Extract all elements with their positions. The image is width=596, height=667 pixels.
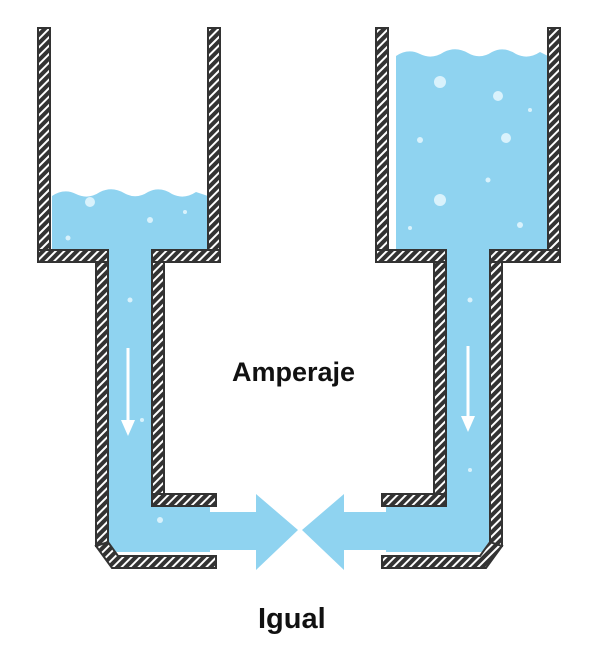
right-pipe-water (386, 250, 490, 552)
right-flow-arrow (461, 346, 475, 432)
right-walls (375, 27, 561, 569)
left-walls (37, 27, 221, 569)
center-label: Amperaje (232, 357, 356, 387)
left-tank-water (52, 189, 208, 250)
right-bubbles (408, 76, 532, 472)
left-pipe-water (108, 250, 210, 552)
left-flow-arrow (121, 348, 135, 436)
right-tank-water (396, 49, 548, 250)
right-container (375, 27, 561, 569)
bottom-label: Igual (258, 603, 326, 635)
left-container (37, 27, 221, 569)
left-meeting-arrow (210, 494, 298, 570)
left-bubbles (65, 197, 187, 523)
right-meeting-arrow (302, 494, 386, 570)
